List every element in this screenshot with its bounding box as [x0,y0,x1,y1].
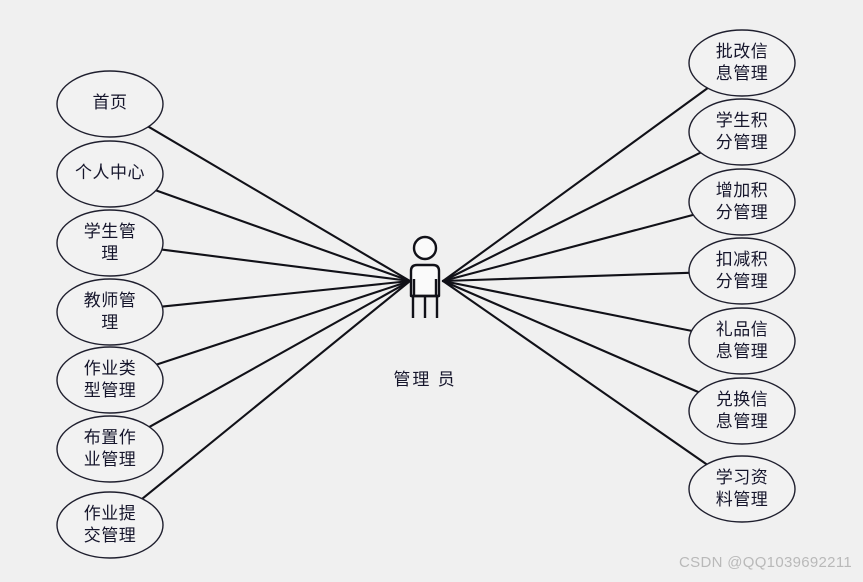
use-case-ellipse [688,237,796,305]
use-case-label-line1: 扣减积 [716,250,769,269]
use-case-label-line2: 理 [101,244,119,263]
use-case-label-line1: 兑换信 [716,390,769,409]
use-case-left-1[interactable]: 首页 [56,70,164,138]
use-case-label-line2: 业管理 [84,450,137,469]
csdn-watermark: CSDN @QQ1039692211 [679,554,852,571]
administrator-actor[interactable]: 管理 员 [393,235,456,389]
association-line [441,279,708,466]
use-case-ellipse [56,491,164,559]
association-line [441,213,695,283]
actor-torso-icon [409,263,441,298]
use-case-label-line2: 息管理 [716,342,769,361]
use-case-label-line1: 学生积 [716,111,769,130]
use-case-label-line2: 分管理 [716,133,769,152]
use-case-label-line1: 作业类 [84,359,137,378]
use-case-label-line1: 批改信 [716,42,769,61]
use-case-label-line1: 教师管 [84,291,137,310]
association-line [141,279,412,500]
use-case-ellipse [56,346,164,414]
use-case-ellipse [688,168,796,236]
use-case-left-2[interactable]: 个人中心 [56,140,164,208]
association-line [441,279,700,394]
use-case-label-line2: 息管理 [716,412,769,431]
use-case-ellipse [56,209,164,277]
use-case-ellipse [688,455,796,523]
use-case-label-line2: 交管理 [84,526,137,545]
association-lines-group [141,87,709,500]
use-case-label-line1: 个人中心 [75,163,145,182]
association-line [161,279,412,308]
use-case-label-line1: 学生管 [84,222,137,241]
use-case-label-line2: 理 [101,313,119,332]
association-line [160,248,412,283]
association-line [441,87,709,283]
association-line [441,151,702,283]
use-case-label-line2: 分管理 [716,203,769,222]
association-line [154,189,412,283]
use-case-ellipse [688,307,796,375]
use-case-label-line1: 增加积 [716,181,769,200]
association-line [441,271,691,283]
use-case-label-line1: 布置作 [84,428,137,447]
use-case-ellipse [56,140,164,208]
association-line [441,279,693,332]
use-case-label-line2: 分管理 [716,272,769,291]
association-line [148,279,412,428]
use-case-ellipse [56,278,164,346]
use-case-ellipse [688,29,796,97]
association-line [147,125,412,283]
use-case-label-line1: 礼品信 [716,320,769,339]
actor-label: 管理 员 [393,370,456,389]
right-use-case-group: 批改信息管理学生积分管理增加积分管理扣减积分管理礼品信息管理兑换信息管理学习资料… [688,29,796,523]
actor-legs-icon [411,296,439,318]
use-case-label-line1: 学习资 [716,468,769,487]
use-case-ellipse [688,377,796,445]
use-case-label-line1: 首页 [93,93,128,112]
use-case-ellipse [688,98,796,166]
use-case-label-line2: 型管理 [84,381,137,400]
use-case-label-line2: 息管理 [716,64,769,83]
association-line [155,279,412,366]
use-case-label-line2: 料管理 [716,490,769,509]
use-case-ellipse [56,415,164,483]
actor-head-icon [412,235,438,261]
use-case-label-line1: 作业提 [84,504,137,523]
use-case-ellipse [56,70,164,138]
